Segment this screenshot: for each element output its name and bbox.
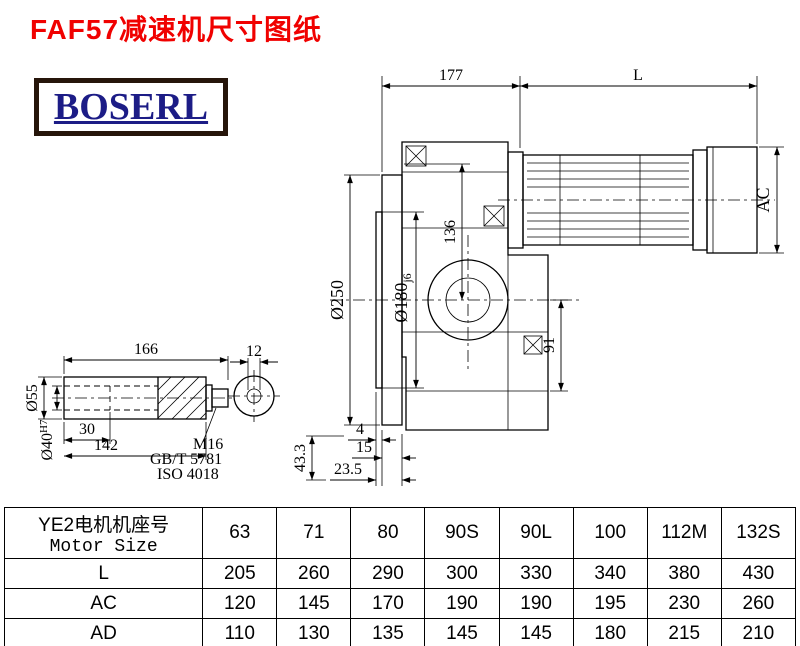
dim-bore-diameter-value: Ø40 — [39, 433, 56, 461]
table-cell: 180 — [572, 618, 648, 646]
dim-motor-length: L — [633, 67, 643, 84]
motor-diameter-dimension: AC — [753, 146, 784, 254]
table-cell: 230 — [646, 588, 722, 619]
washer-standard-label: ISO 4018 — [157, 466, 219, 483]
bolt-standard-label: GB/T 5781 — [150, 451, 222, 468]
dim-center-height: 136 — [442, 220, 459, 244]
table-cell: 430 — [720, 558, 797, 589]
dim-shaft-total-length: 166 — [134, 341, 158, 358]
dim-bore-length: 142 — [94, 437, 118, 454]
column-header-63: 63 — [202, 507, 278, 559]
table-cell: 110 — [202, 618, 278, 646]
thread-label: M16 — [193, 436, 223, 453]
table-cell: 145 — [424, 618, 500, 646]
column-header-71: 71 — [276, 507, 352, 559]
table-cell: 190 — [498, 588, 574, 619]
dim-foot-offset: 43.3 — [292, 444, 309, 472]
shaft-end-view: 12 — [228, 343, 280, 422]
gear-housing-outline — [330, 141, 580, 431]
dim-keyway-width: 12 — [246, 343, 262, 360]
table-cell: 195 — [572, 588, 648, 619]
table-cell: 190 — [424, 588, 500, 619]
motor-size-header-cell: YE2电机机座号 Motor Size — [3, 507, 204, 559]
dim-spigot-diameter: Ø180j6 — [391, 273, 414, 322]
motor-size-header-en: Motor Size — [49, 536, 158, 557]
dim-spigot-diameter-value: Ø180 — [391, 283, 411, 323]
dim-gear-unit-width: 177 — [439, 67, 463, 84]
table-cell: 210 — [720, 618, 797, 646]
dim-spigot-fit: j6 — [400, 273, 414, 283]
row-label-l: L — [3, 558, 204, 589]
dim-center-to-bottom: 91 — [541, 337, 558, 353]
table-cell: 260 — [720, 588, 797, 619]
table-row-ad: AD 110 130 135 145 145 180 215 210 — [3, 618, 797, 646]
table-cell: 300 — [424, 558, 500, 589]
page-title: FAF57减速机尺寸图纸 — [30, 14, 323, 45]
table-cell: 135 — [350, 618, 426, 646]
table-cell: 380 — [646, 558, 722, 589]
table-cell: 205 — [202, 558, 278, 589]
flange-face-dimensions: 4 15 23.5 43.3 — [292, 392, 416, 486]
row-label-ad: AD — [3, 618, 204, 646]
column-header-90s: 90S — [424, 507, 500, 559]
dim-bore-fit: H7 — [38, 419, 50, 433]
table-cell: 120 — [202, 588, 278, 619]
table-header-row: YE2电机机座号 Motor Size 63 71 80 90S 90L 100… — [3, 507, 797, 559]
shaft-dimensions: Ø55 Ø40H7 166 30 142 M16 GB/T 5781 ISO 4… — [24, 341, 229, 483]
table-cell: 145 — [276, 588, 352, 619]
top-dimension-lines: 177 L — [381, 67, 758, 172]
boserl-logo-text: BOSERL — [53, 86, 209, 128]
table-cell: 260 — [276, 558, 352, 589]
flange-dimensions: Ø250 Ø180j6 136 91 — [327, 163, 568, 426]
motor-outline — [498, 146, 775, 254]
table-cell: 340 — [572, 558, 648, 589]
dim-motor-diameter: AC — [753, 187, 773, 212]
column-header-132s: 132S — [720, 507, 797, 559]
column-header-100: 100 — [572, 507, 648, 559]
table-cell: 170 — [350, 588, 426, 619]
boserl-logo: BOSERL — [34, 78, 228, 136]
dim-bore-shoulder: 30 — [79, 421, 95, 438]
column-header-112m: 112M — [646, 507, 722, 559]
motor-dimension-table: YE2电机机座号 Motor Size 63 71 80 90S 90L 100… — [3, 507, 797, 646]
row-label-ac: AC — [3, 588, 204, 619]
table-cell: 290 — [350, 558, 426, 589]
table-cell: 330 — [498, 558, 574, 589]
column-header-80: 80 — [350, 507, 426, 559]
dim-flange-offset: 23.5 — [334, 461, 362, 478]
dim-shaft-outer-diameter: Ø55 — [24, 384, 41, 412]
column-header-90l: 90L — [498, 507, 574, 559]
table-cell: 145 — [498, 618, 574, 646]
dim-bore-diameter: Ø40H7 — [38, 419, 56, 461]
dim-flange-diameter: Ø250 — [327, 280, 347, 320]
table-row-ac: AC 120 145 170 190 190 195 230 260 — [3, 588, 797, 619]
hollow-shaft-detail — [52, 376, 232, 420]
dim-spigot-depth: 4 — [356, 421, 364, 438]
table-row-l: L 205 260 290 300 330 340 380 430 — [3, 558, 797, 589]
table-cell: 130 — [276, 618, 352, 646]
table-cell: 215 — [646, 618, 722, 646]
motor-size-header-cn: YE2电机机座号 — [38, 514, 170, 536]
dim-flange-thickness: 15 — [356, 439, 372, 456]
